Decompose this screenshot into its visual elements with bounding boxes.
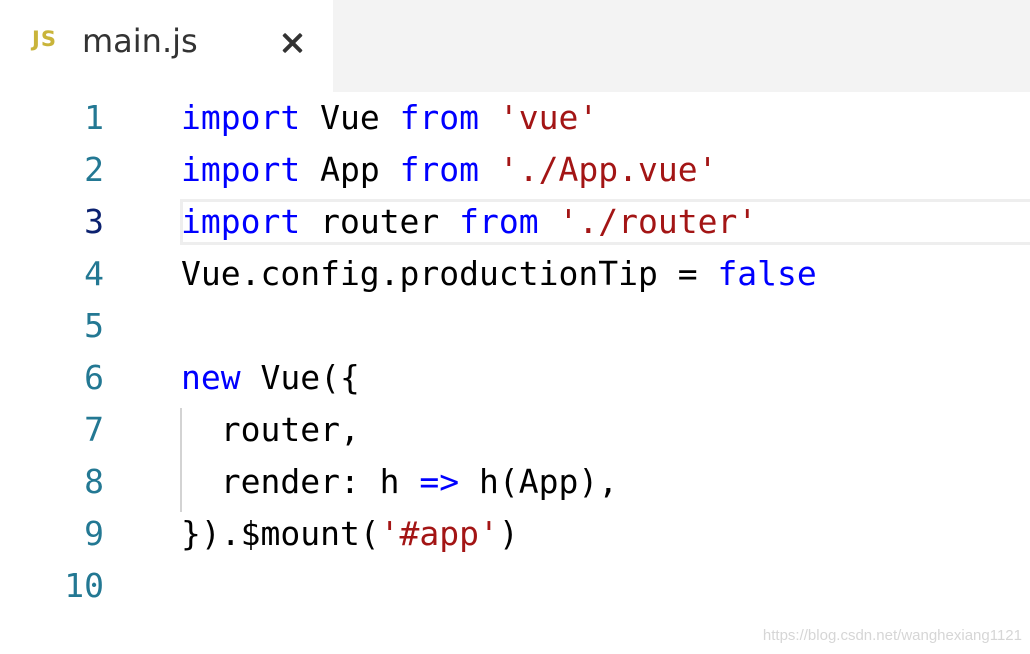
tab-bar: JS main.js — [0, 0, 1030, 92]
code-editor[interactable]: 1 import Vue from 'vue' 2 import App from '… — [0, 92, 1030, 654]
code-token: App — [300, 150, 400, 189]
code-line[interactable]: 9 }).$mount('#app') — [0, 508, 1030, 560]
code-token: ) — [498, 514, 519, 553]
close-icon[interactable] — [280, 28, 306, 58]
code-line[interactable]: 8 render: h => h(App), — [0, 456, 1030, 508]
code-line[interactable]: 5 — [0, 300, 1030, 352]
code-line[interactable]: 2 import App from './App.vue' — [0, 144, 1030, 196]
code-token — [539, 202, 559, 241]
code-token — [479, 150, 499, 189]
keyword-token: import — [181, 150, 301, 189]
code-line[interactable]: 10 — [0, 560, 1030, 612]
code-text: }).$mount('#app') — [181, 508, 519, 560]
code-text: import Vue from 'vue' — [181, 92, 598, 144]
line-number: 9 — [84, 514, 104, 553]
tab-main-js[interactable]: JS main.js — [0, 0, 333, 92]
keyword-token: import — [181, 202, 301, 241]
keyword-token: new — [181, 358, 241, 397]
string-token: '#app' — [379, 514, 499, 553]
keyword-token: false — [717, 254, 817, 293]
code-token: h(App), — [459, 462, 619, 501]
code-text: import App from './App.vue' — [181, 144, 717, 196]
js-file-icon: JS — [32, 27, 57, 51]
line-number: 2 — [84, 150, 104, 189]
line-number: 6 — [84, 358, 104, 397]
keyword-token: from — [399, 98, 480, 137]
watermark: https://blog.csdn.net/wanghexiang1121 — [762, 627, 1022, 644]
line-number: 3 — [84, 202, 104, 241]
tab-label: main.js — [82, 22, 198, 60]
code-token: }).$mount( — [181, 514, 380, 553]
code-text: import router from './router' — [181, 196, 757, 248]
code-token: render: h — [181, 462, 420, 501]
code-text: render: h => h(App), — [181, 456, 618, 508]
code-token: Vue({ — [240, 358, 360, 397]
code-text: Vue.config.productionTip = false — [181, 248, 817, 300]
line-number: 8 — [84, 462, 104, 501]
line-number: 10 — [64, 566, 104, 605]
keyword-token: import — [181, 98, 301, 137]
string-token: './router' — [558, 202, 758, 241]
code-line[interactable]: 3 import router from './router' — [0, 196, 1030, 248]
code-line[interactable]: 7 router, — [0, 404, 1030, 456]
keyword-token: from — [399, 150, 480, 189]
indent-guide — [180, 408, 182, 512]
keyword-token: from — [459, 202, 539, 241]
code-line[interactable]: 1 import Vue from 'vue' — [0, 92, 1030, 144]
code-line[interactable]: 4 Vue.config.productionTip = false — [0, 248, 1030, 300]
code-text: new Vue({ — [181, 352, 360, 404]
current-line-highlight — [180, 199, 1030, 245]
line-number: 5 — [84, 306, 104, 345]
line-number: 7 — [84, 410, 104, 449]
code-token: Vue — [300, 98, 400, 137]
string-token: 'vue' — [498, 98, 599, 137]
code-token: router, — [181, 410, 360, 449]
code-text: router, — [181, 404, 360, 456]
line-number: 4 — [84, 254, 104, 293]
code-token: Vue.config.productionTip = — [181, 254, 718, 293]
code-token: router — [300, 202, 460, 241]
string-token: './App.vue' — [498, 150, 718, 189]
line-number: 1 — [84, 98, 104, 137]
code-line[interactable]: 6 new Vue({ — [0, 352, 1030, 404]
keyword-token: => — [419, 462, 460, 501]
code-token — [479, 98, 499, 137]
